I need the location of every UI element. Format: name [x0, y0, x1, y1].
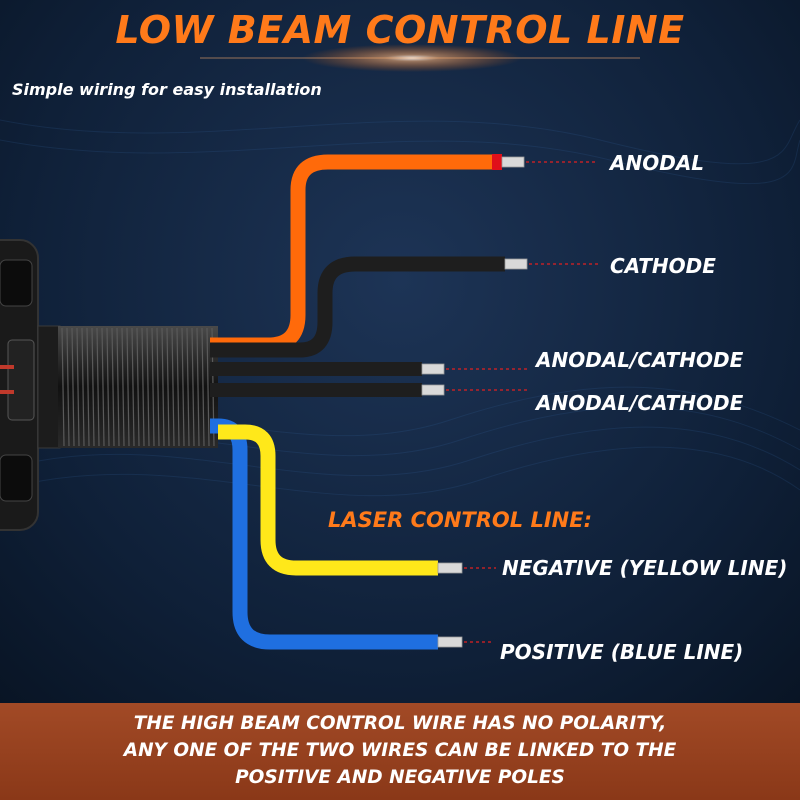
- thread-groove: [166, 327, 170, 447]
- thread-groove: [136, 327, 140, 447]
- thread-groove: [181, 327, 185, 447]
- label-negative-yellow: NEGATIVE (YELLOW LINE): [502, 556, 788, 580]
- thread-groove: [76, 327, 80, 447]
- banner-line-3: POSITIVE AND NEGATIVE POLES: [235, 767, 565, 788]
- thread-groove: [106, 327, 110, 447]
- wires: [210, 154, 505, 650]
- wire-negative-yellow: [218, 424, 438, 576]
- page-title: LOW BEAM CONTROL LINE: [115, 8, 685, 52]
- thread-groove: [121, 327, 125, 447]
- thread-groove: [141, 327, 145, 447]
- subtitle: Simple wiring for easy installation: [12, 80, 322, 99]
- thread-groove: [111, 327, 115, 447]
- thread-groove: [86, 327, 90, 447]
- thread-groove: [171, 327, 175, 447]
- thread-groove: [81, 327, 85, 447]
- thread-groove: [126, 327, 130, 447]
- label-anodal-cathode-2: ANODAL/CATHODE: [536, 391, 744, 415]
- thread-groove: [161, 327, 165, 447]
- leader-lines: [446, 161, 598, 643]
- title-glow: [302, 44, 522, 72]
- thread-groove: [156, 327, 160, 447]
- wire-cathode: [210, 256, 505, 358]
- thread-groove: [201, 327, 205, 447]
- banner-line-2: ANY ONE OF THE TWO WIRES CAN BE LINKED T…: [123, 740, 677, 761]
- thread-groove: [91, 327, 95, 447]
- thread-groove: [131, 327, 135, 447]
- label-cathode: CATHODE: [610, 254, 716, 278]
- thread-groove: [71, 327, 75, 447]
- thread-groove: [151, 327, 155, 447]
- thread-groove: [116, 327, 120, 447]
- thread-groove: [186, 327, 190, 447]
- wire-tips: [421, 156, 528, 648]
- bottom-banner: THE HIGH BEAM CONTROL WIRE HAS NO POLARI…: [0, 703, 800, 800]
- thread-groove: [66, 327, 70, 447]
- thread-groove: [101, 327, 105, 447]
- thread-groove: [176, 327, 180, 447]
- red-sleeve: [492, 154, 502, 170]
- thread-groove: [206, 327, 210, 447]
- thread-groove: [61, 327, 65, 447]
- lamp-body: [0, 239, 61, 531]
- laser-control-heading: LASER CONTROL LINE:: [328, 508, 592, 532]
- thread-groove: [191, 327, 195, 447]
- label-anodal: ANODAL: [610, 151, 705, 175]
- thread-groove: [96, 327, 100, 447]
- thread-groove: [196, 327, 200, 447]
- banner-line-1: THE HIGH BEAM CONTROL WIRE HAS NO POLARI…: [133, 713, 667, 734]
- label-anodal-cathode-1: ANODAL/CATHODE: [536, 348, 744, 372]
- thread-groove: [146, 327, 150, 447]
- label-positive-blue: POSITIVE (BLUE LINE): [500, 640, 744, 664]
